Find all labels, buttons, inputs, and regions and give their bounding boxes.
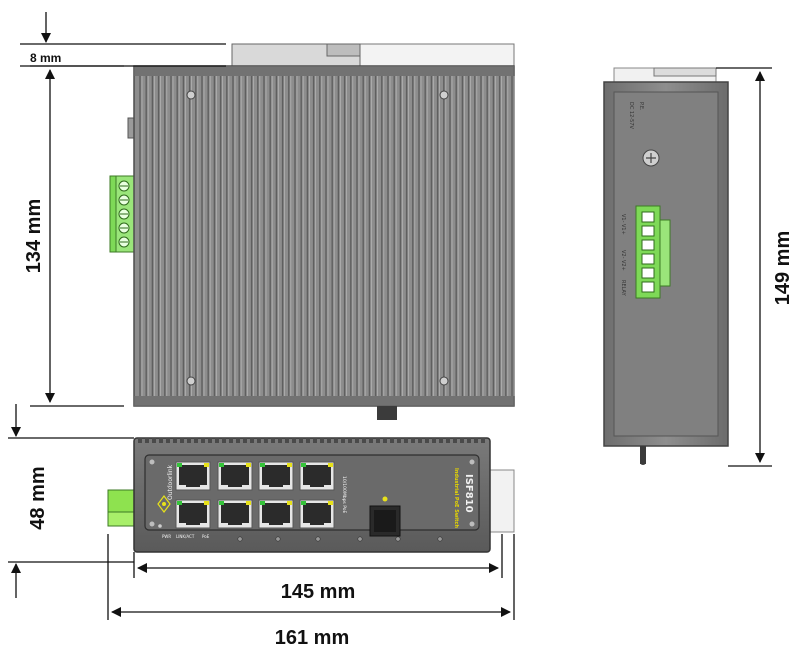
rj45-port[interactable] [217,461,253,491]
dim-149mm: 149 mm [772,231,794,306]
status-leds: PWR LINK/ACT PoE [158,524,210,539]
led-label-poe: PoE [202,534,210,539]
rj45-port[interactable] [258,461,294,491]
rj45-port[interactable] [217,499,253,529]
dim-48mm: 48 mm [27,466,49,529]
side-label-pe: P.E. [638,102,644,111]
bottom-connector [377,406,397,420]
side-label-dc: DC 12-57V [628,102,634,129]
dimension-labels: 8 mm 134 mm 48 mm 145 mm 161 mm 149 mm [23,51,794,649]
din-clip-front [487,469,515,533]
model-subtitle: Industrial PoE Switch [453,468,459,528]
dim-134mm: 134 mm [23,199,45,274]
rj45-ports [175,461,335,529]
ground-screw [642,149,660,167]
rj45-port[interactable] [299,499,335,529]
dim-8mm: 8 mm [30,51,61,65]
din-clip-top [231,43,515,67]
heatsink-fins [139,76,515,396]
terminal-block-side [635,205,671,299]
dim-161mm: 161 mm [275,627,350,649]
heatsink-screws [186,90,449,386]
brand-text: Outdoorlink [167,464,174,500]
front-view: Outdoorlink 10/100Mbps PoE ISF810 Indust… [107,437,515,553]
terminal-block-top [109,175,135,253]
dim-145mm: 145 mm [281,581,356,603]
brand-logo: Outdoorlink [157,464,174,513]
model-text: ISF810 [463,474,474,513]
heatsink-body [133,65,515,407]
side-label-v2: V2- V2+ [620,250,626,271]
rj45-port[interactable] [175,499,211,529]
rj45-port[interactable] [175,461,211,491]
port-speed-label: 10/100Mbps PoE [341,476,347,514]
dimension-lines [8,12,772,620]
led-label-pwr: PWR [162,534,171,539]
rj45-port[interactable] [258,499,294,529]
side-label-relay: RELAY [620,280,626,297]
led-label-link: LINK/ACT [176,534,195,539]
top-view [109,43,515,420]
side-label-v1: V1- V1+ [620,214,626,235]
rj45-port[interactable] [299,461,335,491]
side-view: DC 12-57V P.E. V1- V1+ V2- V2+ RELAY [603,67,729,465]
